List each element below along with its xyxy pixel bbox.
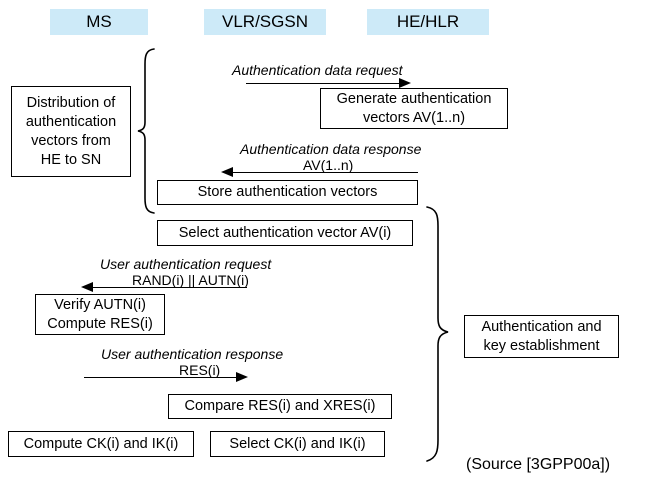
compare-res-box: Compare RES(i) and XRES(i) (168, 394, 392, 419)
user-authentication-request-arrow-line (92, 287, 247, 288)
column-header-ms: MS (50, 9, 148, 35)
generate-av-box: Generate authentication vectors AV(1..n) (320, 88, 508, 129)
source-note: (Source [3GPP00a]) (466, 456, 611, 473)
authentication-data-request-arrow-line (246, 83, 401, 84)
user-authentication-request-payload: RAND(i) || AUTN(i) (132, 272, 249, 288)
authentication-data-request-arrow-head (399, 77, 411, 88)
store-av-box: Store authentication vectors (157, 180, 418, 205)
user-authentication-response-label: User authentication response (101, 346, 284, 362)
verify-autn-box: Verify AUTN(i) Compute RES(i) (35, 294, 165, 335)
user-authentication-request-arrow-head (81, 281, 93, 292)
user-authentication-response-arrow-head (236, 371, 248, 382)
column-header-he-hlr: HE/HLR (367, 9, 489, 35)
select-ck-ik-box: Select CK(i) and IK(i) (210, 431, 385, 457)
authentication-data-request-label: Authentication data request (232, 62, 403, 78)
auth-key-phase-brace (424, 206, 452, 462)
auth-key-phase-box: Authentication and key establishment (464, 315, 619, 358)
authentication-data-response-payload: AV(1..n) (303, 157, 354, 173)
user-authentication-response-arrow-line (84, 377, 238, 378)
authentication-data-response-label: Authentication data response (240, 141, 422, 157)
column-header-vlr-sgsn: VLR/SGSN (204, 9, 326, 35)
select-av-box: Select authentication vector AV(i) (157, 220, 413, 246)
authentication-data-response-arrow-line (232, 172, 418, 173)
distribution-phase-brace (136, 48, 158, 214)
authentication-data-response-arrow-head (221, 166, 233, 177)
distribution-phase-box: Distribution of authentication vectors f… (11, 86, 131, 177)
user-authentication-request-label: User authentication request (100, 256, 272, 272)
user-authentication-response-payload: RES(i) (179, 362, 221, 378)
compute-ck-ik-box: Compute CK(i) and IK(i) (8, 431, 194, 457)
